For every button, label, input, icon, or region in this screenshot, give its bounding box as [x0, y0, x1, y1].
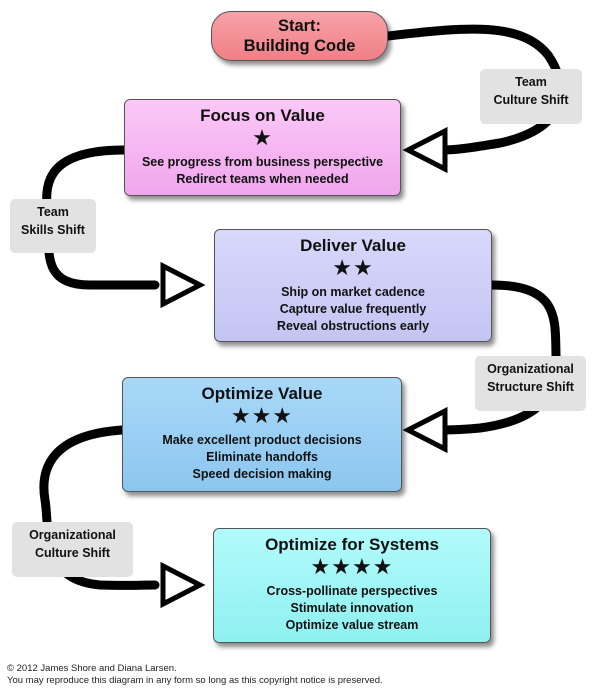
stage-line: Reveal obstructions early	[276, 319, 430, 333]
stage-line: Eliminate handoffs	[206, 450, 318, 464]
stage-title: Optimize Value	[201, 384, 323, 403]
stage-description: See progress from business perspective R…	[125, 154, 400, 188]
start-line-1: Start:	[277, 17, 322, 35]
copyright-line: You may reproduce this diagram in any fo…	[7, 675, 383, 686]
shift-label-org-culture: Organizational Culture Shift	[12, 522, 133, 577]
stage-line: Optimize value stream	[285, 618, 419, 632]
shift-label-line: Skills Shift	[21, 223, 85, 237]
arrowhead-to-systems	[160, 561, 206, 609]
stage-line: See progress from business perspective	[141, 155, 384, 169]
arrowhead-to-deliver	[160, 261, 206, 309]
stage-line: Speed decision making	[192, 467, 332, 481]
arrowhead-to-optimize	[402, 406, 448, 454]
arrowhead-to-focus	[402, 126, 448, 174]
stage-title: Focus on Value	[200, 106, 325, 125]
shift-label-line: Culture Shift	[493, 93, 569, 107]
shift-label-org-structure: Organizational Structure Shift	[475, 356, 586, 411]
stage-line: Ship on market cadence	[281, 285, 425, 299]
shift-label-line: Culture Shift	[35, 546, 110, 560]
stage-description: Make excellent product decisions Elimina…	[123, 432, 401, 483]
start-node: Start: Building Code	[211, 11, 388, 61]
shift-label-team-culture: Team Culture Shift	[480, 69, 582, 124]
copyright-notice: © 2012 James Shore and Diana Larsen. You…	[7, 663, 597, 687]
stage-title: Deliver Value	[300, 236, 406, 255]
shift-label-line: Team	[515, 75, 547, 89]
stage-focus-on-value: Focus on Value ★ See progress from busin…	[124, 99, 401, 196]
stage-line: Cross-pollinate perspectives	[266, 584, 438, 598]
stage-title: Optimize for Systems	[265, 535, 439, 554]
stage-description: Ship on market cadence Capture value fre…	[215, 284, 491, 335]
start-line-2: Building Code	[243, 37, 356, 55]
stage-line: Stimulate innovation	[290, 601, 414, 615]
stage-optimize-value: Optimize Value ★★★ Make excellent produc…	[122, 377, 402, 492]
stage-line: Capture value frequently	[279, 302, 427, 316]
shift-label-line: Organizational	[487, 362, 574, 376]
star-rating-icon: ★★	[332, 255, 374, 280]
copyright-line: © 2012 James Shore and Diana Larsen.	[7, 663, 177, 674]
stage-description: Cross-pollinate perspectives Stimulate i…	[214, 583, 490, 634]
stage-line: Redirect teams when needed	[176, 172, 349, 186]
shift-label-line: Team	[37, 205, 69, 219]
star-rating-icon: ★★★★	[310, 554, 394, 579]
stage-deliver-value: Deliver Value ★★ Ship on market cadence …	[214, 229, 492, 342]
shift-label-line: Structure Shift	[487, 380, 574, 394]
stage-line: Make excellent product decisions	[162, 433, 362, 447]
shift-label-line: Organizational	[29, 528, 116, 542]
stage-optimize-for-systems: Optimize for Systems ★★★★ Cross-pollinat…	[213, 528, 491, 643]
star-rating-icon: ★★★	[230, 403, 294, 428]
star-rating-icon: ★	[252, 125, 273, 150]
shift-label-team-skills: Team Skills Shift	[10, 199, 96, 253]
